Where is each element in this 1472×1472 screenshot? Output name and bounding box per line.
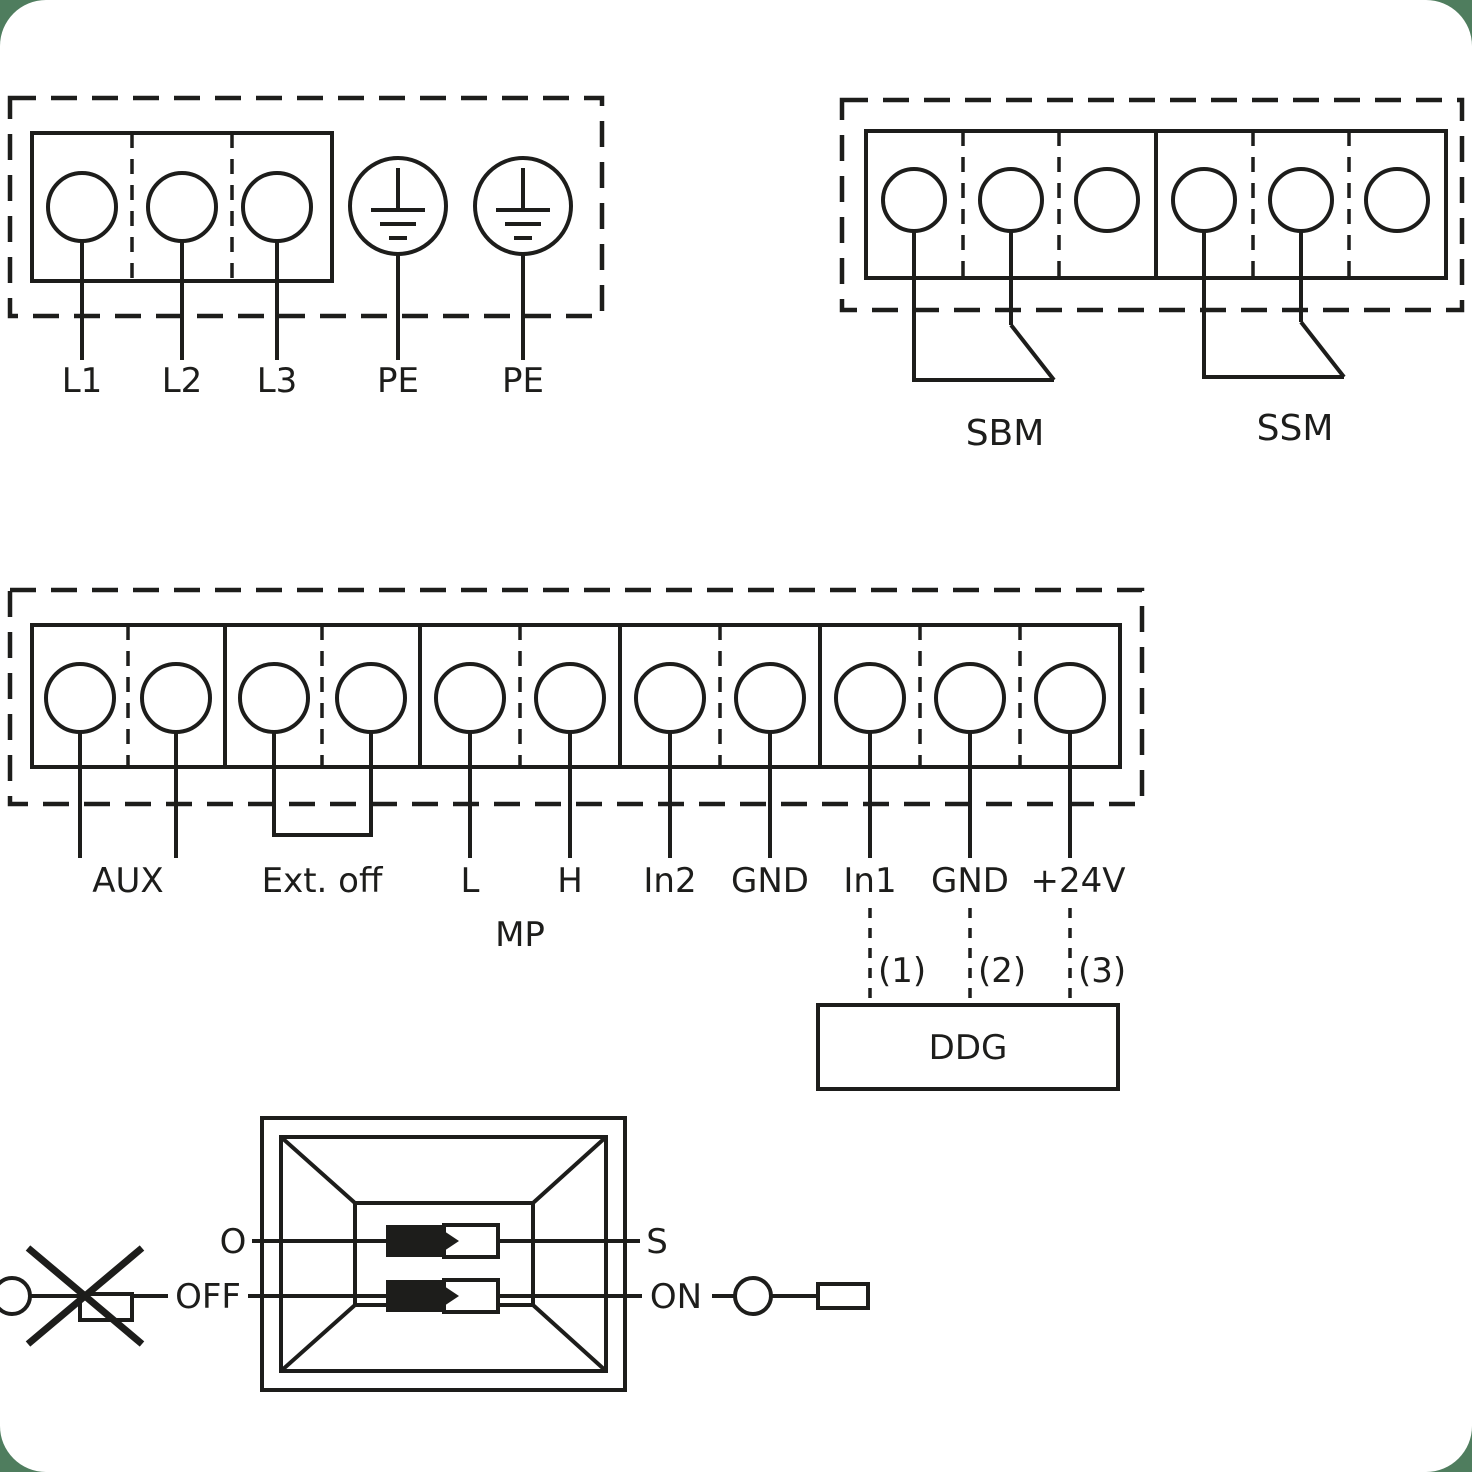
mp-label: MP — [495, 915, 545, 955]
v24-label: +24V — [1030, 861, 1125, 901]
terminal-circle — [834, 662, 906, 734]
ext-off-jumper-wire — [272, 732, 373, 837]
ext-off-label: Ext. off — [262, 861, 384, 901]
terminal-circle — [46, 171, 118, 243]
terminal-circle — [146, 171, 218, 243]
terminal-label-l2: L2 — [162, 361, 203, 401]
terminal-label-l3: L3 — [257, 361, 298, 401]
terminal-circle — [1171, 167, 1237, 233]
mp-l-label: L — [461, 861, 480, 901]
gnd1-label: GND — [731, 861, 809, 901]
ssm-label: SSM — [1257, 408, 1334, 449]
relay-terminal-block: SBM SSM — [839, 97, 1465, 454]
sbm-label: SBM — [966, 413, 1045, 454]
dip-label-on: ON — [650, 1277, 702, 1317]
control-dashed-border — [7, 587, 1145, 807]
gnd2-label: GND — [931, 861, 1009, 901]
in2-label: In2 — [643, 861, 696, 901]
terminal-circle — [634, 662, 706, 734]
dip-label-off: OFF — [175, 1277, 241, 1317]
mp-h-label: H — [557, 861, 583, 901]
terminal-circle — [1034, 662, 1106, 734]
terminal-circle — [978, 167, 1044, 233]
terminal-circle — [934, 662, 1006, 734]
terminal-label-pe1: PE — [377, 361, 419, 401]
in1-label: In1 — [843, 861, 896, 901]
ddg-pin-3-label: (3) — [1078, 951, 1126, 991]
relay-dashed-border — [839, 97, 1465, 313]
earth-ground-icon — [473, 156, 573, 360]
terminal-circle — [534, 662, 606, 734]
terminal-circle — [1364, 167, 1430, 233]
earth-ground-icon — [348, 156, 448, 360]
dip-outer-frame — [260, 1116, 627, 1392]
terminal-circle — [434, 662, 506, 734]
dip-switch-module: O S OFF ON — [0, 1116, 870, 1392]
control-terminal-block: AUX Ext. off L H In2 GND In1 GND +24V MP — [7, 587, 1145, 955]
ssm-contact-wire — [1202, 231, 1346, 379]
terminal-circle — [44, 662, 116, 734]
sbm-contact-wire — [912, 231, 1056, 382]
terminal-circle — [335, 662, 407, 734]
ddg-sensor-block: (1) (2) (3) DDG — [816, 908, 1126, 1091]
ddg-label: DDG — [929, 1028, 1008, 1068]
terminal-circle — [1268, 167, 1334, 233]
terminal-circle — [734, 662, 806, 734]
terminal-label-l1: L1 — [62, 361, 103, 401]
dip-label-s: S — [646, 1222, 668, 1262]
terminal-circle — [881, 167, 947, 233]
terminal-circle — [238, 662, 310, 734]
mains-dashed-border — [7, 95, 605, 319]
key-icon — [712, 1276, 870, 1316]
terminal-circle — [1074, 167, 1140, 233]
terminal-circle — [140, 662, 212, 734]
terminal-label-pe2: PE — [502, 361, 544, 401]
ddg-pin-2-label: (2) — [978, 951, 1026, 991]
key-crossed-icon — [0, 1245, 145, 1347]
dip-label-o: O — [220, 1222, 247, 1262]
mains-terminal-block: L1 L2 L3 PE PE — [7, 95, 605, 401]
terminal-circle — [241, 171, 313, 243]
aux-label: AUX — [92, 861, 163, 901]
dip-switch-2 — [386, 1278, 500, 1314]
ddg-pin-1-label: (1) — [878, 951, 926, 991]
dip-switch-1 — [386, 1223, 500, 1259]
ddg-box — [816, 1003, 1120, 1091]
dip-inner-frame — [279, 1135, 608, 1373]
